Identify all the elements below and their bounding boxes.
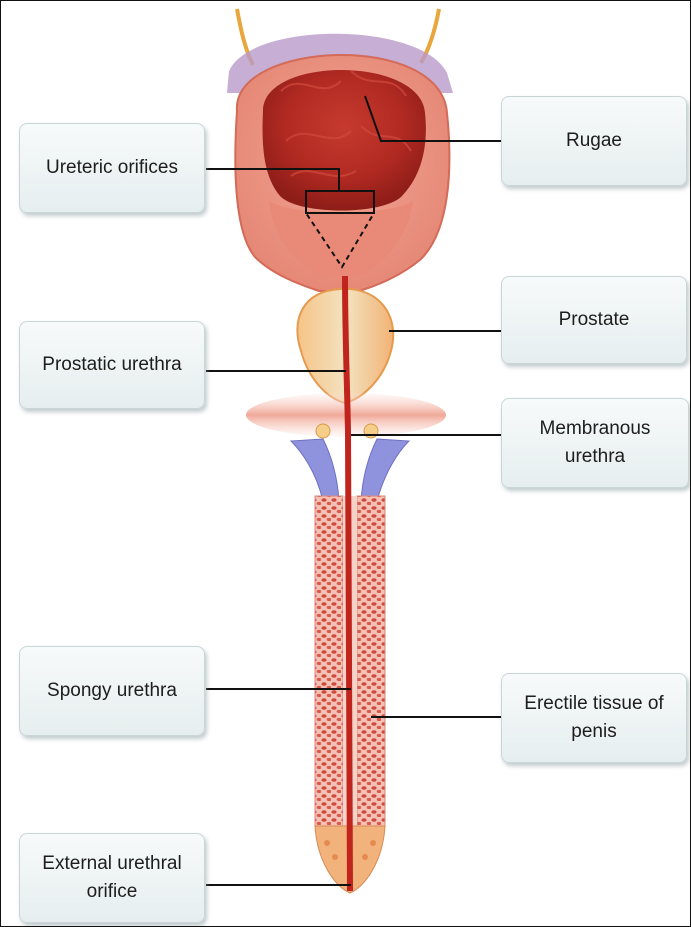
external-urethral-orifice-text: External urethral orifice	[42, 850, 181, 907]
crus-right	[361, 439, 409, 501]
label-rugae: Rugae	[501, 96, 687, 186]
label-prostate: Prostate	[501, 276, 687, 364]
membranous-urethra-text: Membranous urethra	[510, 415, 680, 472]
corpus-cavernosum-right	[357, 496, 385, 826]
ureteric-orifices-text: Ureteric orifices	[46, 154, 178, 183]
spongy-urethra-text: Spongy urethra	[47, 677, 177, 706]
rugae-text: Rugae	[566, 127, 622, 156]
label-prostatic-urethra: Prostatic urethra	[19, 321, 205, 409]
bulbourethral-gland-left	[316, 424, 330, 438]
label-erectile-tissue: Erectile tissue of penis	[501, 673, 687, 763]
label-membranous-urethra: Membranous urethra	[501, 398, 689, 488]
label-ureteric-orifices: Ureteric orifices	[19, 123, 205, 213]
erectile-tissue-text: Erectile tissue of penis	[524, 690, 663, 747]
prostate-text: Prostate	[559, 306, 630, 335]
crus-left	[291, 439, 339, 501]
label-external-urethral-orifice: External urethral orifice	[19, 833, 205, 923]
corpus-cavernosum-left	[315, 496, 343, 826]
label-spongy-urethra: Spongy urethra	[19, 646, 205, 736]
prostatic-urethra-text: Prostatic urethra	[42, 351, 181, 380]
